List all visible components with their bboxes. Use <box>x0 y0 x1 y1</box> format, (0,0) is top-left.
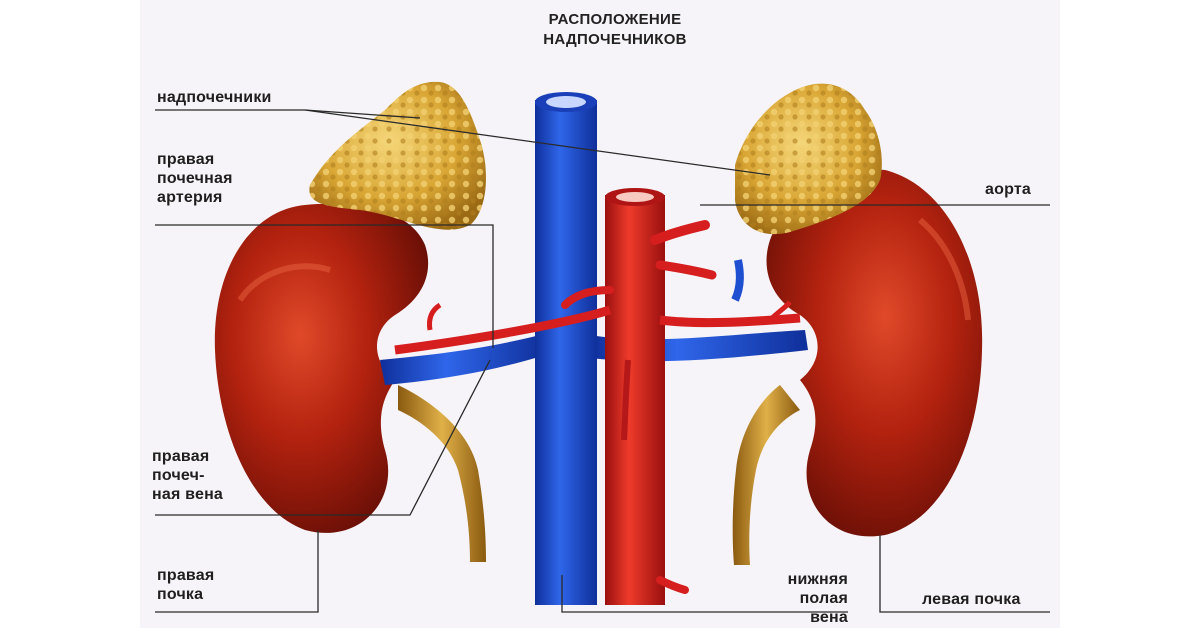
right-renal-vein <box>380 335 545 385</box>
aorta-lumen <box>616 192 654 202</box>
left-ureter <box>732 385 800 565</box>
gonadal-artery <box>621 359 631 441</box>
ivc-lumen <box>546 96 586 108</box>
kidney-highlight <box>918 217 971 321</box>
right-adrenal-artery <box>427 302 442 331</box>
right-kidney <box>214 203 429 533</box>
diagram-title: РАСПОЛОЖЕНИЕ НАДПОЧЕЧНИКОВ <box>543 11 687 48</box>
phrenic-artery <box>561 286 614 309</box>
leader-right-renal-vein <box>155 359 491 516</box>
mesenteric-artery <box>655 260 717 280</box>
inferior-vena-cava <box>535 100 597 605</box>
celiac-trunk <box>650 220 710 245</box>
leader-left-kidney <box>879 535 1050 613</box>
left-kidney <box>766 169 983 537</box>
label-left-kidney: левая почка <box>922 591 1021 608</box>
right-ureter <box>398 385 486 562</box>
label-right-kidney: правая почка <box>157 567 215 603</box>
label-right-renal-vein: правая почеч- ная вена <box>152 448 224 503</box>
leader-adrenals-right <box>304 109 421 119</box>
aorta <box>605 195 665 605</box>
right-adrenal-texture <box>309 81 486 230</box>
right-renal-artery <box>394 305 612 355</box>
left-adrenal-artery <box>768 300 792 322</box>
left-renal-artery <box>659 313 801 328</box>
aortic-bifurcation <box>656 576 689 594</box>
leader-lines <box>155 109 1050 613</box>
left-adrenal-texture <box>735 83 882 235</box>
leader-right-renal-artery <box>155 224 494 348</box>
kidney-highlight <box>237 263 331 302</box>
label-adrenals: надпочечники <box>157 89 272 106</box>
label-inferior-vena-cava: нижняя полая вена <box>787 571 848 626</box>
label-right-renal-artery: правая почечная артерия <box>157 151 233 206</box>
label-aorta: аорта <box>985 181 1031 198</box>
gonadal-vein <box>731 259 744 302</box>
leader-ivc <box>561 575 848 613</box>
leader-right-kidney <box>155 530 319 613</box>
